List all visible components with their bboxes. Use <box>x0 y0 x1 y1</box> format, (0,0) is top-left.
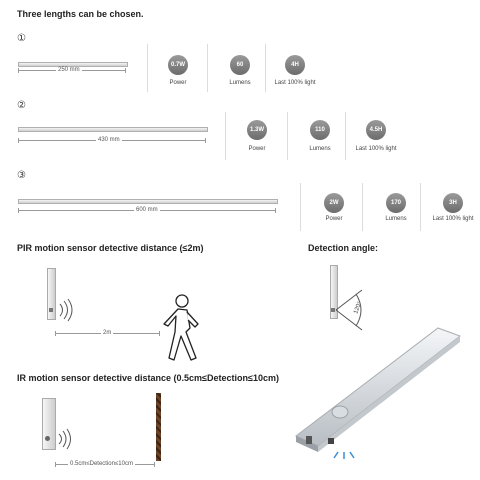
pir-sensor <box>49 308 53 312</box>
ir-distance-label: 0.5cm≤Detection≤10cm <box>68 461 135 467</box>
option-2-light-bar <box>18 127 208 132</box>
angle-arc-icon <box>335 289 363 331</box>
option-2-light-label: Last 100% light <box>355 146 397 152</box>
option-1-light-label: Last 100% light <box>274 80 316 86</box>
option-2-power-badge: 1.3W <box>247 120 267 140</box>
divider <box>265 44 266 92</box>
divider <box>147 44 148 92</box>
product-light-bar-illustration <box>295 327 462 459</box>
pir-section-title: PIR motion sensor detective distance (≤2… <box>17 243 204 253</box>
option-2-lumens-label: Lumens <box>309 146 331 152</box>
option-1-lumens-badge: 60 <box>230 55 250 75</box>
walking-person-icon <box>163 294 199 361</box>
angle-light-bar <box>330 265 338 319</box>
option-2-light-badge: 4.5H <box>366 120 386 140</box>
divider <box>225 112 226 160</box>
option-2-power-label: Power <box>248 146 266 152</box>
divider <box>287 112 288 160</box>
divider <box>345 112 346 160</box>
option-2-length-label: 430 mm <box>96 137 122 143</box>
option-3-power-badge: 2W <box>324 193 344 213</box>
option-2-lumens-badge: 110 <box>310 120 330 140</box>
pir-light-bar <box>47 268 56 320</box>
option-3-power-label: Power <box>325 216 343 222</box>
option-1-light-badge: 4H <box>285 55 305 75</box>
option-3-marker: ③ <box>17 170 26 181</box>
pir-wave-icon <box>59 298 73 322</box>
rope-object <box>156 393 161 461</box>
option-3-lumens-label: Lumens <box>385 216 407 222</box>
option-1-marker: ① <box>17 33 26 44</box>
option-3-light-bar <box>18 199 278 204</box>
divider <box>362 183 363 231</box>
option-1-length-label: 250 mm <box>56 67 82 73</box>
page-title: Three lengths can be chosen. <box>17 9 144 19</box>
angle-sensor <box>331 308 335 312</box>
option-1-power-badge: 0.7W <box>168 55 188 75</box>
option-1-lumens-label: Lumens <box>229 80 251 86</box>
option-1-light-bar <box>18 62 128 67</box>
option-2-marker: ② <box>17 100 26 111</box>
ir-section-title: IR motion sensor detective distance (0.5… <box>17 373 279 383</box>
angle-section-title: Detection angle: <box>308 243 379 253</box>
divider <box>300 183 301 231</box>
ir-sensor <box>45 436 50 441</box>
option-3-light-label: Last 100% light <box>432 216 474 222</box>
pir-distance-label: 2m <box>101 330 114 336</box>
divider <box>207 44 208 92</box>
ir-wave-icon <box>58 428 71 450</box>
option-3-light-badge: 3H <box>443 193 463 213</box>
option-1-power-label: Power <box>169 80 187 86</box>
option-3-lumens-badge: 170 <box>386 193 406 213</box>
divider <box>420 183 421 231</box>
option-3-length-label: 600 mm <box>134 207 160 213</box>
ir-light-bar <box>42 398 56 450</box>
